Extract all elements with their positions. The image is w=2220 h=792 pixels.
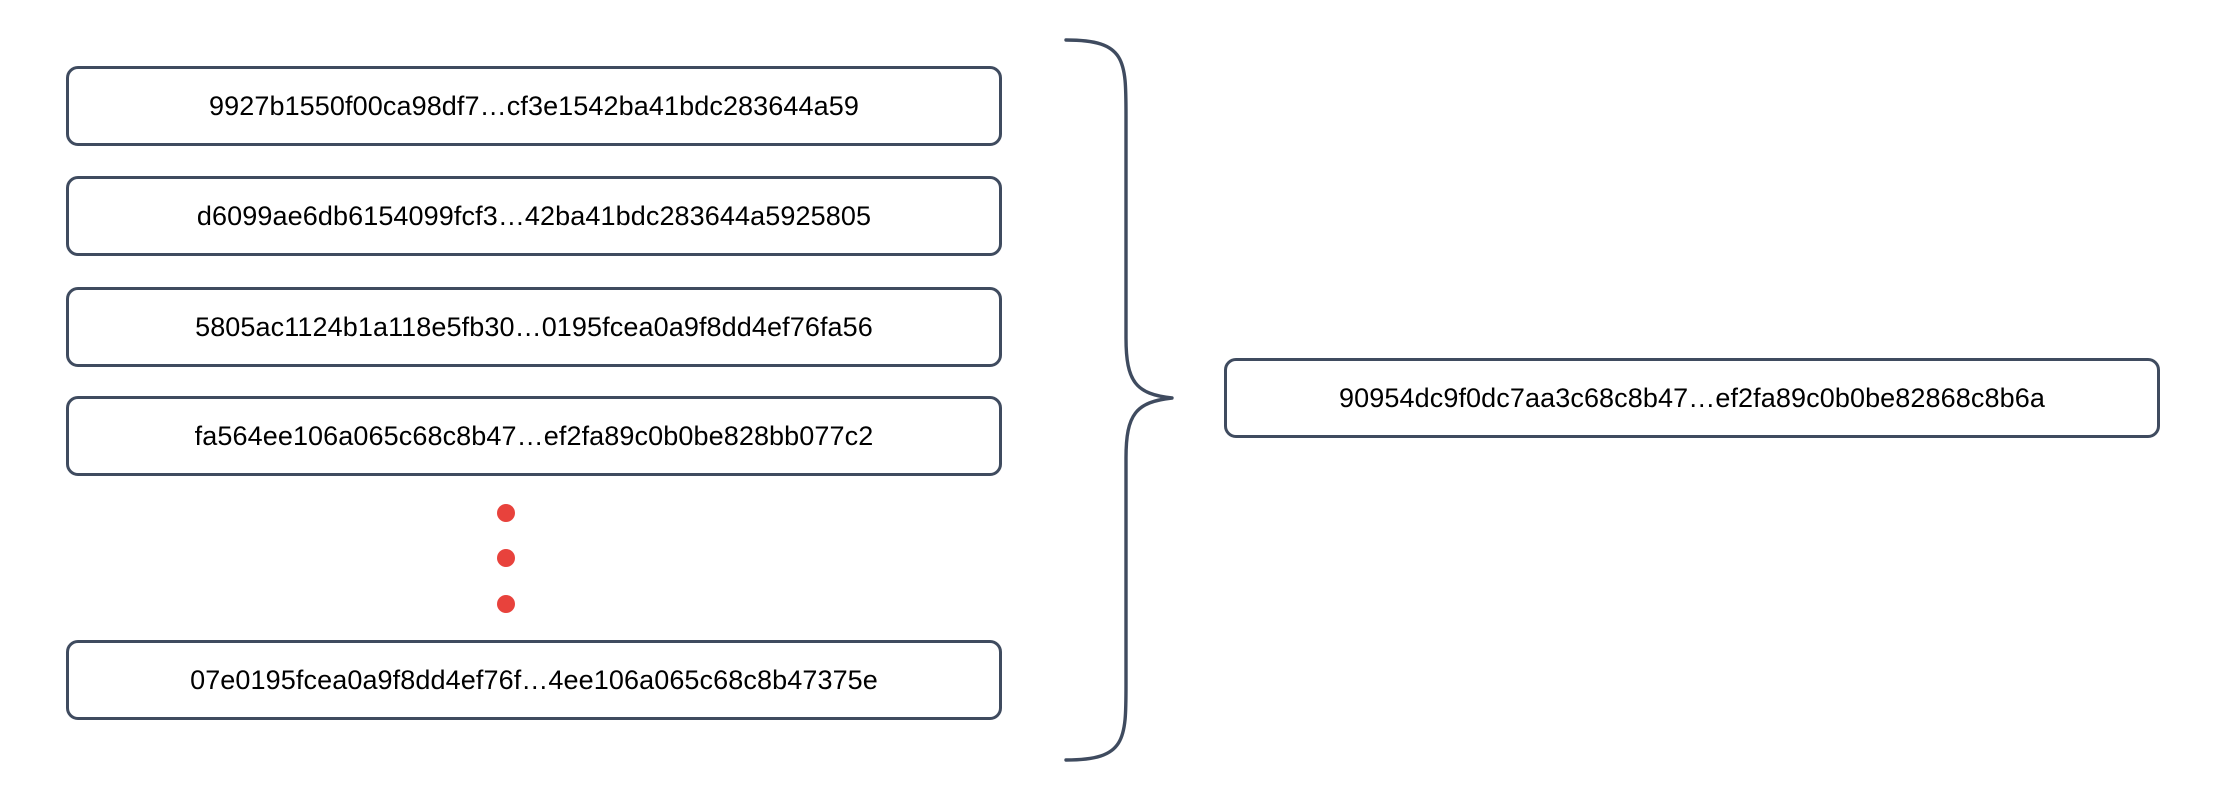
hash-box-input-5[interactable]: 07e0195fcea0a9f8dd4ef76f…4ee106a065c68c8… (66, 640, 1002, 720)
hash-label: 5805ac1124b1a118e5fb30…0195fcea0a9f8dd4e… (195, 311, 873, 342)
hash-box-input-4[interactable]: fa564ee106a065c68c8b47…ef2fa89c0b0be828b… (66, 396, 1002, 476)
hash-box-result[interactable]: 90954dc9f0dc7aa3c68c8b47…ef2fa89c0b0be82… (1224, 358, 2160, 438)
hash-box-input-2[interactable]: d6099ae6db6154099fcf3…42ba41bdc283644a59… (66, 176, 1002, 256)
ellipsis-dot-icon (497, 595, 515, 613)
curly-brace-icon (1064, 38, 1174, 762)
hash-box-input-1[interactable]: 9927b1550f00ca98df7…cf3e1542ba41bdc28364… (66, 66, 1002, 146)
hash-label: 90954dc9f0dc7aa3c68c8b47…ef2fa89c0b0be82… (1339, 382, 2045, 413)
ellipsis-dot-icon (497, 504, 515, 522)
hash-box-input-3[interactable]: 5805ac1124b1a118e5fb30…0195fcea0a9f8dd4e… (66, 287, 1002, 367)
hash-label: d6099ae6db6154099fcf3…42ba41bdc283644a59… (196, 200, 872, 231)
ellipsis-dot-icon (497, 549, 515, 567)
hash-label: 07e0195fcea0a9f8dd4ef76f…4ee106a065c68c8… (190, 664, 878, 695)
vertical-ellipsis-icon (497, 504, 517, 620)
hash-label: fa564ee106a065c68c8b47…ef2fa89c0b0be828b… (194, 420, 874, 451)
hash-label: 9927b1550f00ca98df7…cf3e1542ba41bdc28364… (208, 90, 859, 121)
